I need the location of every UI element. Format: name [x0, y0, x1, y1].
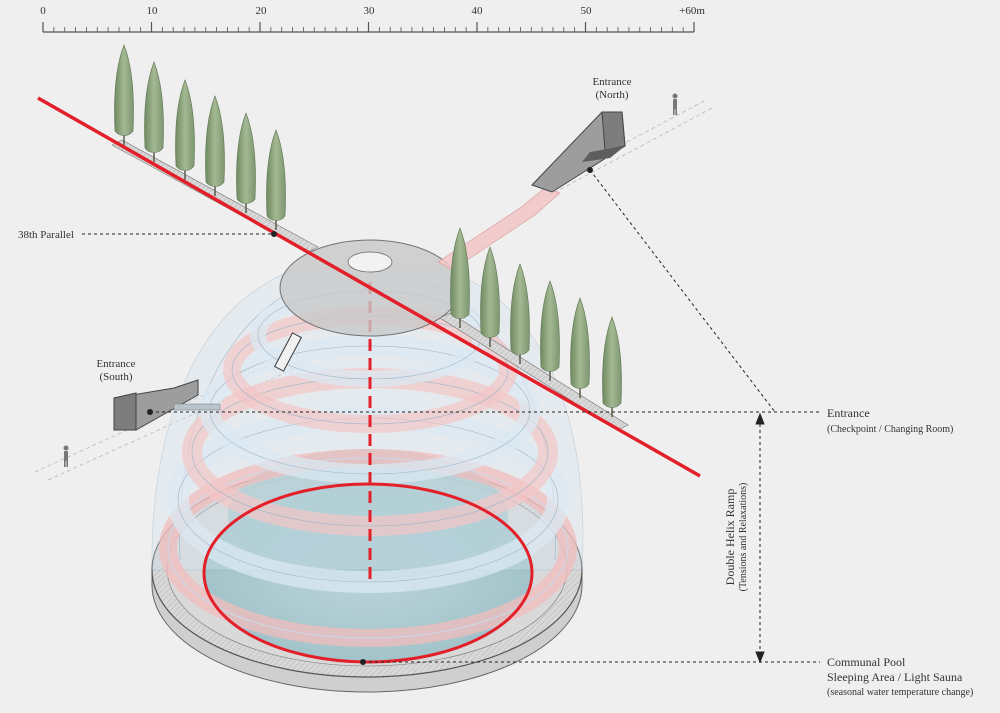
label-38th-parallel: 38th Parallel: [18, 229, 74, 241]
scale-tick-label-0: 0: [40, 5, 46, 17]
38th-parallel-line: [37, 96, 701, 478]
scale-tick-label-40: 40: [472, 5, 484, 17]
leader-dots: [271, 231, 366, 665]
scale-tick-label-50: 50: [581, 5, 593, 17]
poplar-tree: [114, 44, 134, 145]
poplar-tree: [570, 297, 590, 398]
label-communal-pool: Communal Pool: [827, 655, 906, 669]
poplar-tree: [236, 112, 256, 213]
poplar-tree: [540, 280, 560, 381]
scale-tick-label-30: 30: [364, 5, 376, 17]
south-entrance-structure: [113, 379, 221, 431]
scale-tick-label-20: 20: [256, 5, 268, 17]
label-sleeping-area-sub: (seasonal water temperature change): [827, 687, 973, 698]
poplar-tree: [450, 227, 470, 328]
label-ramp-sub: (Tensions and Relaxations): [738, 483, 749, 592]
label-ramp: Double Helix Ramp: [723, 489, 737, 586]
tree-strip-east: [439, 312, 629, 431]
north-entrance-structure: [531, 111, 626, 193]
label-entrance-south: Entrance: [96, 358, 135, 370]
poplar-tree: [266, 129, 286, 230]
scale-tick-label-60: +60m: [679, 5, 705, 17]
pool-red-ring: [202, 482, 534, 664]
ramp-dimension: [755, 412, 765, 664]
poplar-tree: [480, 246, 500, 347]
poplar-tree: [602, 316, 622, 417]
scale-tick-label-10: 10: [147, 5, 159, 17]
poplar-tree: [205, 95, 225, 196]
label-entrance-south-sub: (South): [100, 371, 133, 383]
poplar-tree: [144, 61, 164, 162]
label-entrance-main-sub: (Checkpoint / Changing Room): [827, 424, 953, 435]
poplar-trees: [114, 44, 622, 417]
label-sleeping-area: Sleeping Area / Light Sauna: [827, 670, 963, 684]
poplar-tree: [510, 263, 530, 364]
person-icon-south: [63, 445, 69, 467]
person-icon-north: [672, 93, 678, 115]
leader-lines: [82, 169, 820, 663]
label-entrance-main: Entrance: [827, 406, 870, 420]
label-entrance-north: Entrance: [592, 76, 631, 88]
poplar-tree: [175, 79, 195, 180]
label-entrance-north-sub: (North): [596, 89, 629, 101]
skylight-slot: [273, 332, 303, 372]
scale-bar: 0 10 20 30 40 50 +60m: [40, 5, 705, 33]
